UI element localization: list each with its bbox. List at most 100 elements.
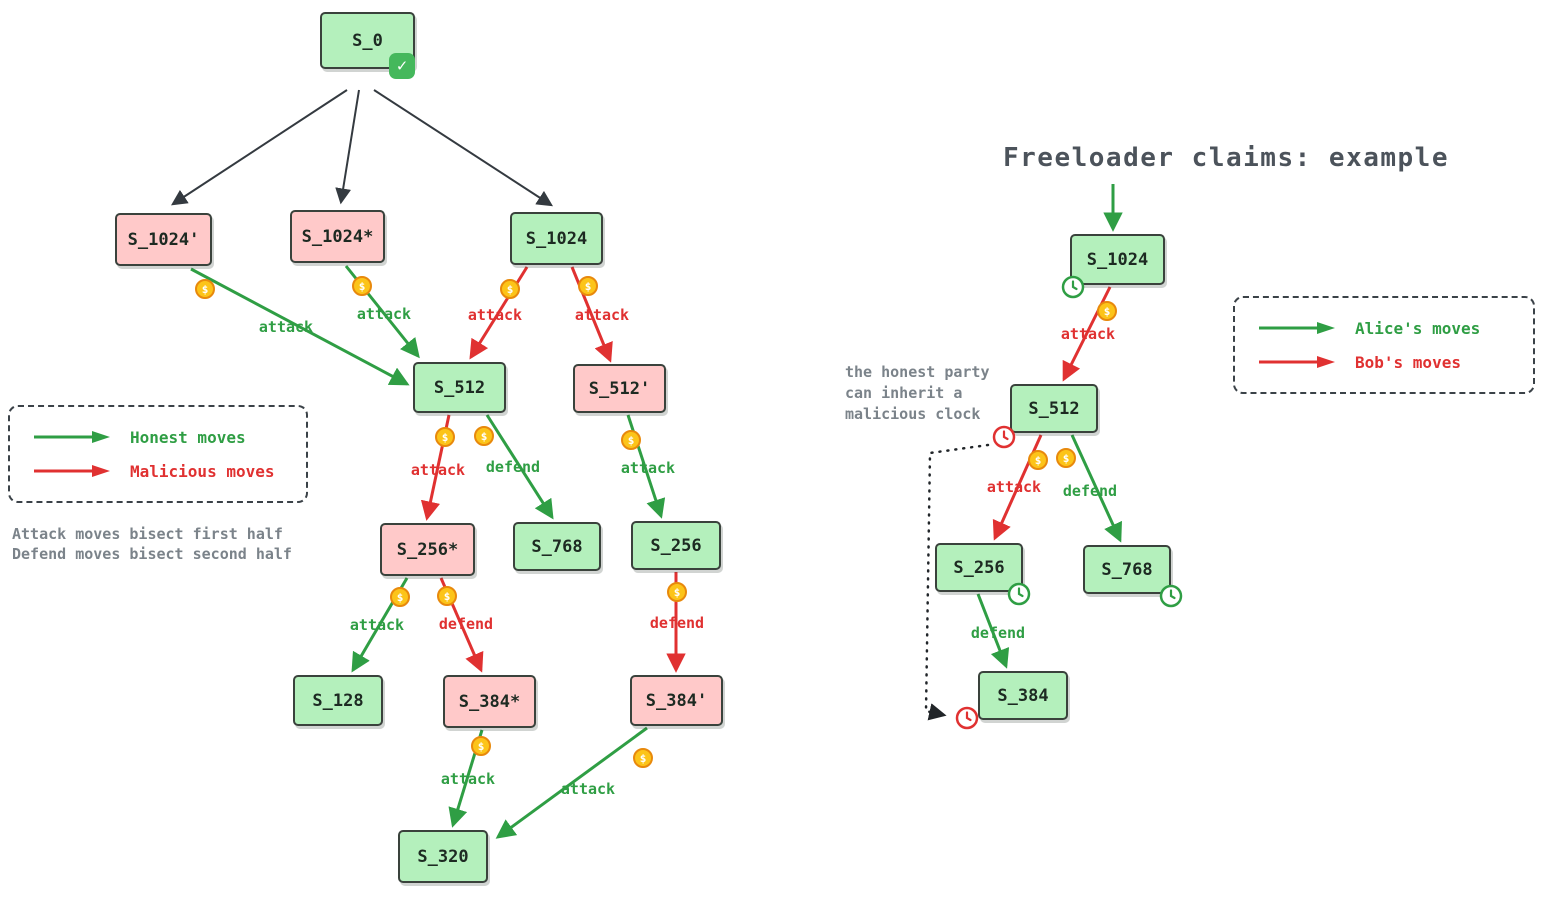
node-r-s256-label: S_256 <box>953 557 1005 578</box>
edge-label-r-s512-s256: attack <box>986 478 1042 496</box>
coin-icon: $ <box>474 426 494 446</box>
edge-r-s256-s384 <box>976 593 1010 669</box>
legend-row-honest: Honest moves <box>32 428 284 447</box>
edge-label-s512prime-s256: attack <box>620 459 676 477</box>
node-s512: S_512 <box>413 362 506 413</box>
legend-players: Alice's moves Bob's moves <box>1233 296 1535 394</box>
edge-s384prime-s320 <box>495 726 648 839</box>
clock-icon-green <box>1007 582 1031 606</box>
node-s320-label: S_320 <box>417 846 469 867</box>
node-s512prime-label: S_512' <box>588 378 651 399</box>
node-s1024star-label: S_1024* <box>301 226 374 247</box>
coin-icon: $ <box>352 276 372 296</box>
edge-label-s1024prime-s512: attack <box>258 318 314 336</box>
freeloader-title: Freeloader claims: example <box>1003 143 1449 173</box>
node-s128-label: S_128 <box>312 690 364 711</box>
node-s256: S_256 <box>631 521 721 570</box>
coin-icon: $ <box>500 279 520 299</box>
coin-icon: $ <box>195 279 215 299</box>
edge-label-r-s512-s768: defend <box>1062 482 1118 500</box>
coin-icon: $ <box>633 748 653 768</box>
clock-icon-red <box>955 706 979 730</box>
edge-label-s512-s256star: attack <box>410 461 466 479</box>
clock-icon-green <box>1159 584 1183 608</box>
edge-label-s1024-s512: attack <box>467 306 523 324</box>
node-r-s384: S_384 <box>978 671 1068 720</box>
edge-label-s384star-s320: attack <box>440 770 496 788</box>
edge-s512-s768 <box>485 414 554 520</box>
edge-label-s384prime-s320: attack <box>560 780 616 798</box>
node-s1024star: S_1024* <box>290 210 385 263</box>
node-s1024-label: S_1024 <box>525 228 588 249</box>
node-s512prime: S_512' <box>573 364 666 413</box>
edge-label-s1024star-s512: attack <box>356 305 412 323</box>
edge-s0-s1024star <box>335 89 360 205</box>
edge-label-s256star-s384star: defend <box>438 615 494 633</box>
node-r-s768-label: S_768 <box>1101 559 1153 580</box>
coin-icon: $ <box>578 276 598 296</box>
node-r-s1024-label: S_1024 <box>1086 249 1149 270</box>
inherit-clock-annotation-line2: can inherit a <box>845 384 963 402</box>
clock-icon-red <box>992 425 1016 449</box>
coin-icon: $ <box>471 736 491 756</box>
inherit-clock-annotation-line3: malicious clock <box>845 405 981 423</box>
legend-bob-label: Bob's moves <box>1355 352 1461 372</box>
node-s1024prime-label: S_1024' <box>127 229 200 250</box>
node-s0-label: S_0 <box>352 30 383 51</box>
node-s384prime-label: S_384' <box>645 690 708 711</box>
edge-s0-s1024 <box>373 89 554 207</box>
node-s256star: S_256* <box>380 523 475 576</box>
malicious-arrow-icon <box>34 465 110 477</box>
node-r-s512-label: S_512 <box>1028 398 1080 419</box>
legend-moves: Honest moves Malicious moves <box>8 405 308 503</box>
legend-malicious-label: Malicious moves <box>130 461 275 481</box>
alice-arrow-icon <box>1259 322 1335 334</box>
edge-label-r-s256-s384: defend <box>970 624 1026 642</box>
node-s384prime: S_384' <box>630 675 723 726</box>
coin-icon: $ <box>621 430 641 450</box>
bisect-rule-defend: Defend moves bisect second half <box>12 545 292 563</box>
node-r-s384-label: S_384 <box>997 685 1049 706</box>
node-s320: S_320 <box>398 830 488 883</box>
check-badge-icon: ✓ <box>389 53 415 79</box>
legend-row-bob: Bob's moves <box>1257 353 1511 372</box>
node-r-s1024: S_1024 <box>1070 234 1165 285</box>
coin-icon: $ <box>390 587 410 607</box>
edge-label-s256star-s128: attack <box>349 616 405 634</box>
node-s256-label: S_256 <box>650 535 702 556</box>
node-s0: S_0 ✓ <box>320 12 415 79</box>
edge-label-r-s1024-s512: attack <box>1060 325 1116 343</box>
coin-icon: $ <box>1097 301 1117 321</box>
bisect-rules-note: Attack moves bisect first half Defend mo… <box>12 524 292 564</box>
legend-alice-label: Alice's moves <box>1355 318 1481 338</box>
bisect-rule-attack: Attack moves bisect first half <box>12 525 283 543</box>
coin-icon: $ <box>437 586 457 606</box>
node-s1024prime: S_1024' <box>115 213 212 266</box>
edge-s1024prime-s512 <box>190 267 410 386</box>
clock-icon-green <box>1061 275 1085 299</box>
node-r-s768: S_768 <box>1083 545 1171 594</box>
coin-icon: $ <box>1056 448 1076 468</box>
legend-row-malicious: Malicious moves <box>32 462 284 481</box>
node-r-s512: S_512 <box>1010 384 1098 433</box>
edge-label-s1024-s512prime: attack <box>574 306 630 324</box>
node-s768-label: S_768 <box>531 536 583 557</box>
node-s256star-label: S_256* <box>396 539 459 560</box>
node-s768: S_768 <box>513 522 601 571</box>
edge-s0-s1024prime <box>170 89 348 206</box>
node-s512-label: S_512 <box>433 377 486 398</box>
inherit-clock-annotation-line1: the honest party <box>845 363 990 381</box>
edge-label-s256-s384prime: defend <box>649 614 705 632</box>
node-s384star: S_384* <box>443 675 536 728</box>
node-s384star-label: S_384* <box>458 691 521 712</box>
legend-honest-label: Honest moves <box>130 427 246 447</box>
node-s128: S_128 <box>293 675 383 726</box>
edge-r-s512-s768 <box>1070 434 1122 543</box>
node-r-s256: S_256 <box>935 543 1023 592</box>
node-s1024: S_1024 <box>510 212 603 265</box>
coin-icon: $ <box>435 427 455 447</box>
coin-icon: $ <box>1028 450 1048 470</box>
edge-label-s512-s768: defend <box>485 458 541 476</box>
bob-arrow-icon <box>1259 356 1335 368</box>
